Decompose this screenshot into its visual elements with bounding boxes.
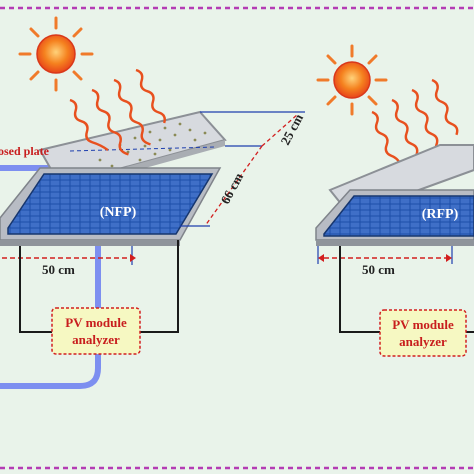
heat-wave-icon <box>69 68 166 156</box>
wire-left-left <box>19 246 52 333</box>
rfp-front-edge <box>316 240 474 246</box>
wire-left-right <box>339 246 380 333</box>
exposed-plate-label: osed plate <box>0 144 50 158</box>
dim-50cm-label-left: 50 cm <box>42 262 75 277</box>
sun-icon-right <box>316 44 388 116</box>
arrowhead-r-left <box>318 254 324 262</box>
dim-50cm-label-right: 50 cm <box>362 262 395 277</box>
analyzer-left-line2: analyzer <box>72 332 120 347</box>
analyzer-right-line1: PV module <box>392 317 454 332</box>
dim-66cm-arrow <box>204 145 263 227</box>
dim-25cm-arrow <box>261 113 299 147</box>
dim-66cm-label: 66 cm <box>217 170 246 206</box>
rfp-label: (RFP) <box>422 207 459 222</box>
plate-pointer-line <box>69 146 216 152</box>
analyzer-right-line2: analyzer <box>399 334 447 349</box>
analyzer-left-line1: PV module <box>65 315 127 330</box>
dim-25cm-label: 25 cm <box>277 111 306 147</box>
nfp-solar-panel <box>7 173 214 235</box>
arrowhead-50-left <box>130 254 136 262</box>
arrowhead-r-right <box>446 254 452 262</box>
analyzer-box-right <box>379 309 467 357</box>
nfp-front-edge <box>0 240 180 246</box>
heat-wave-icon-right <box>371 78 459 168</box>
rfp-solar-panel <box>323 195 474 237</box>
wire-right-left <box>140 240 179 333</box>
analyzer-box-left <box>51 307 141 355</box>
sun-icon <box>18 16 94 92</box>
nfp-label: (NFP) <box>100 205 137 220</box>
